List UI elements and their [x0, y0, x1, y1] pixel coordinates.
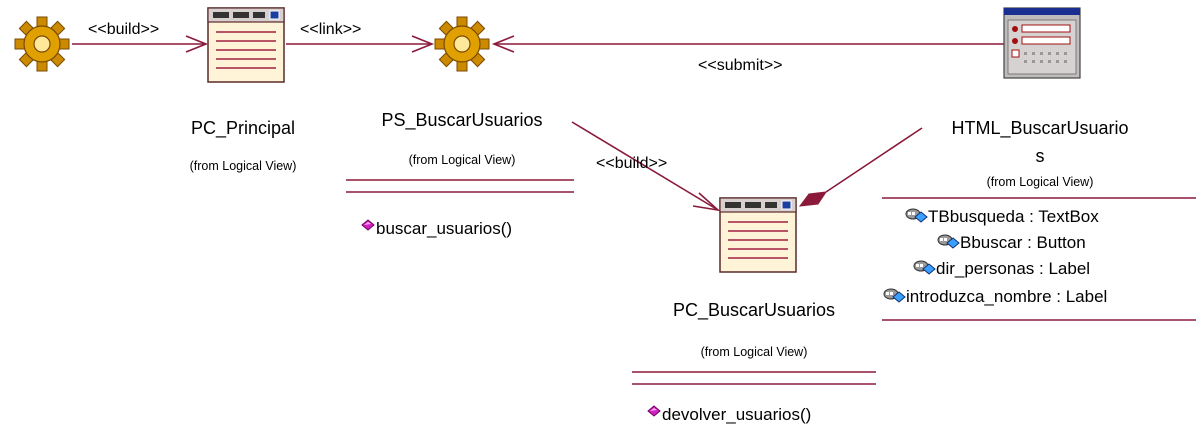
html-buscar-from: (from Logical View) [987, 175, 1094, 189]
pc-principal-name: PC_Principal [191, 118, 295, 139]
attribute-icon [905, 208, 928, 223]
pc-buscar-class: PC_BuscarUsuarios (from Logical View) de… [632, 300, 876, 424]
attribute-icon [913, 260, 936, 275]
html-buscar-attr-2: Bbuscar : Button [960, 233, 1086, 252]
composition-line [798, 127, 923, 207]
attribute-icon [937, 234, 960, 249]
html-buscar-class: HTML_BuscarUsuario s (from Logical View)… [882, 118, 1196, 321]
build-stereotype-1: <<build>> [88, 21, 159, 38]
link-stereotype: <<link>> [300, 21, 361, 38]
ps-buscar-gear-icon [434, 16, 490, 72]
html-buscar-name-line1: HTML_BuscarUsuario [951, 118, 1128, 139]
html-buscar-attr-1: TBbusqueda : TextBox [928, 207, 1099, 226]
pc-buscar-operation: devolver_usuarios() [662, 405, 811, 424]
build-arrow-2 [571, 121, 721, 212]
link-arrow [286, 35, 435, 53]
submit-stereotype: <<submit>> [698, 57, 783, 74]
pc-buscar-name: PC_BuscarUsuarios [673, 300, 835, 321]
pc-principal-from: (from Logical View) [190, 159, 297, 173]
html-buscar-name-line2: s [1036, 146, 1045, 166]
ps-buscar-from: (from Logical View) [409, 153, 516, 167]
attribute-icon [883, 288, 906, 303]
html-form-icon [1003, 7, 1081, 79]
ps-buscar-operation: buscar_usuarios() [376, 219, 512, 238]
ps-buscar-name: PS_BuscarUsuarios [381, 110, 542, 131]
html-buscar-attr-3: dir_personas : Label [936, 259, 1090, 278]
ps-buscar-class: PS_BuscarUsuarios (from Logical View) bu… [346, 110, 574, 238]
build-arrow-1 [72, 35, 209, 53]
operation-icon [647, 405, 661, 417]
submit-arrow [491, 35, 1004, 53]
pc-principal-client-page-icon [207, 7, 285, 83]
build-stereotype-2: <<build>> [596, 155, 667, 172]
server-page-gear-icon-left [14, 16, 70, 72]
pc-buscar-from: (from Logical View) [701, 345, 808, 359]
html-buscar-attr-4: introduzca_nombre : Label [906, 287, 1107, 306]
pc-principal-class: PC_Principal (from Logical View) [190, 118, 297, 173]
pc-buscar-client-page-icon [719, 197, 797, 273]
operation-icon [361, 219, 375, 231]
